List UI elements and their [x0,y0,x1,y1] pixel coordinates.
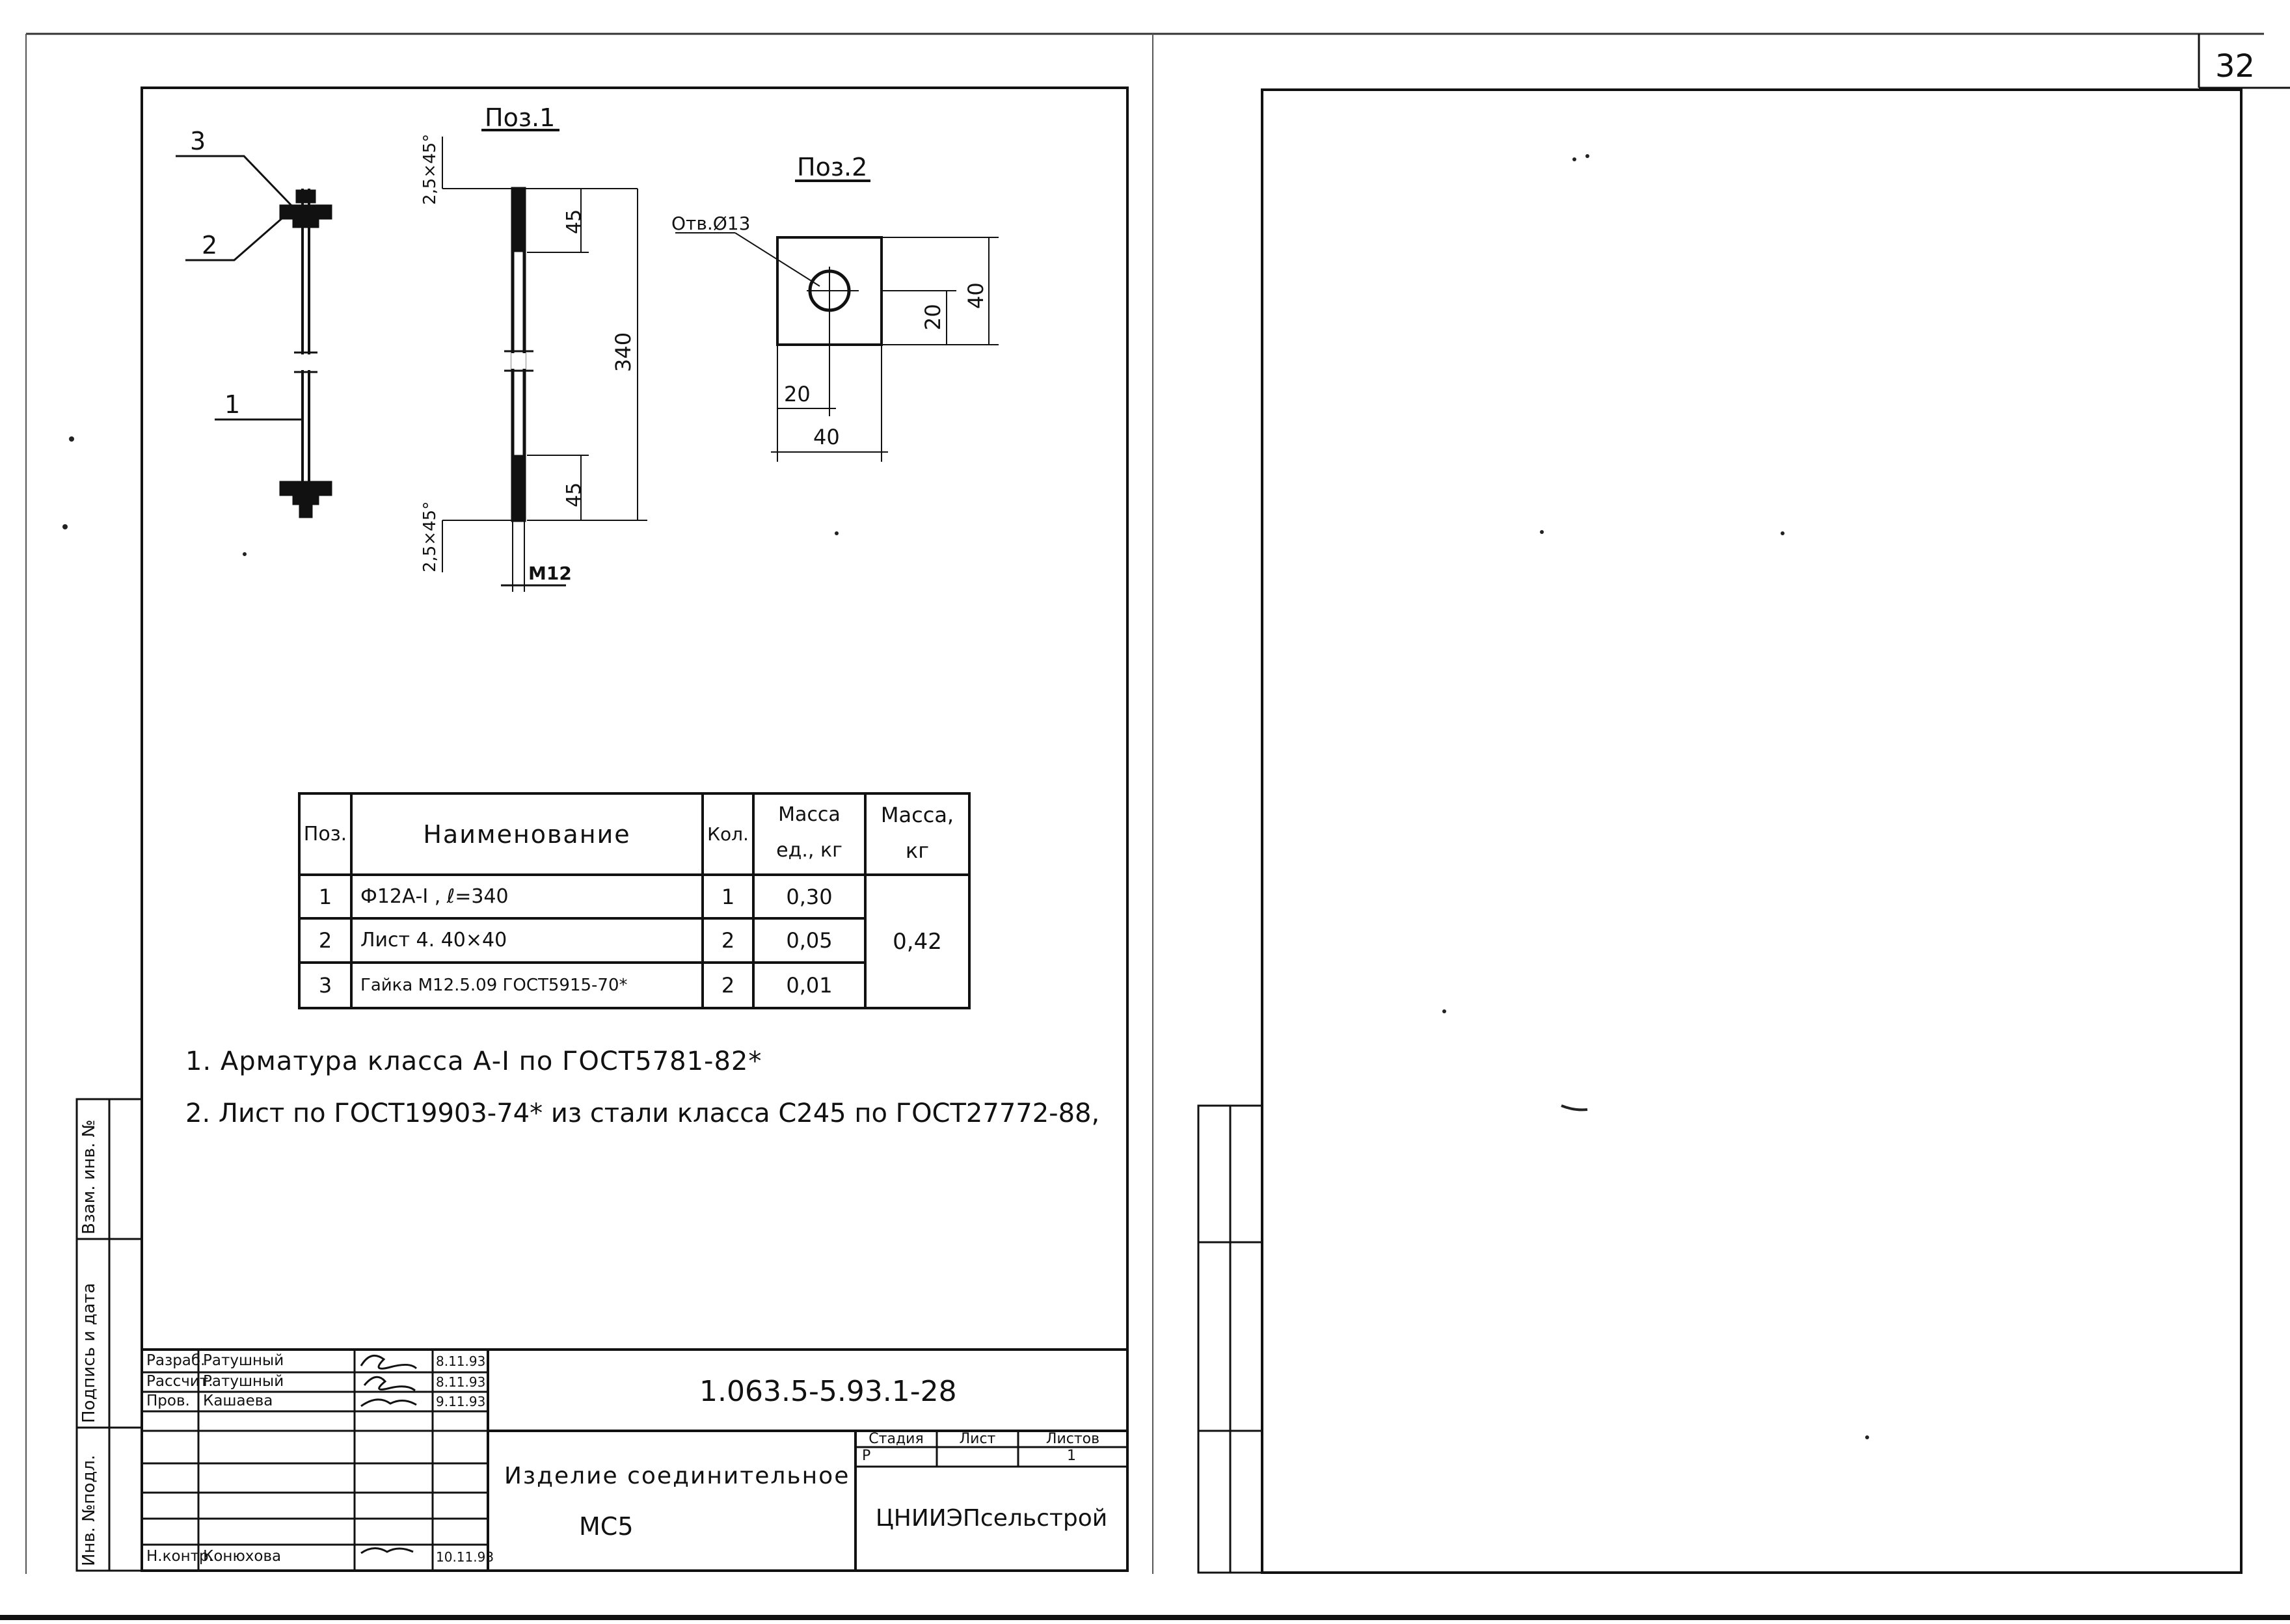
table-row-2-name: Лист 4. 40×40 [360,929,507,952]
table-row-2-unit-mass: 0,05 [786,928,833,953]
leader-2: 2 [202,231,218,260]
right-frame [1261,88,2243,1574]
product-name-1: Изделие соединительное [504,1463,850,1489]
dim-h40: 40 [813,425,840,449]
table-row-1-name: Ф12А-I , ℓ=340 [360,885,509,908]
date-rasschit: 8.11.93 [436,1374,486,1390]
sheet-label: Лист [959,1430,996,1447]
title-block-grid [142,1348,1127,1571]
name-rasschit: Ратушный [203,1373,284,1390]
name-prov: Кашаева [203,1392,273,1409]
table-row-3-name: Гайка М12.5.09 ГОСТ5915-70* [360,976,628,995]
role-rasschit: Рассчит. [146,1373,213,1390]
product-name-2: МС5 [579,1512,634,1541]
table-row-1-unit-mass: 0,30 [786,884,833,909]
leader-1: 1 [224,390,241,419]
role-prov: Пров. [146,1392,190,1409]
pos2-title: Поз.2 [797,153,868,181]
stage-value: Р [862,1448,871,1464]
table-row-1-pos: 1 [318,884,332,909]
table-row-3-unit-mass: 0,01 [786,973,833,998]
role-n-kontr: Н.контр. [146,1548,213,1565]
dim-hole: Отв.Ø13 [671,213,751,234]
table-total-mass: 0,42 [893,928,942,955]
assembly-view [176,155,332,518]
table-row-2-pos: 2 [318,928,332,953]
note-2: 2. Лист по ГОСТ19903-74* из стали класса… [185,1098,1100,1128]
header-unit-mass-1: Масса [778,803,841,826]
sheets-label: Листов [1045,1430,1100,1447]
header-qty: Кол. [707,823,749,845]
pos1-title: Поз.1 [485,103,556,132]
doc-code: 1.063.5-5.93.1-28 [699,1375,957,1408]
pos1-detail [442,129,647,592]
role-razrab: Разраб. [146,1352,206,1369]
left-frame [141,87,1129,1572]
date-razrab: 8.11.93 [436,1353,486,1369]
sheets-value: 1 [1067,1448,1076,1464]
scan-specks [62,154,1869,1439]
table-row-2-qty: 2 [721,928,735,953]
dim-thread-m12: М12 [528,563,572,584]
spec-table-grid [298,792,971,1009]
organization: ЦНИИЭПсельстрой [875,1505,1108,1532]
table-row-3-qty: 2 [721,973,735,998]
date-prov: 9.11.93 [436,1394,486,1409]
pos2-detail [675,180,999,462]
name-razrab: Ратушный [203,1352,284,1369]
name-n-kontr: Конюхова [203,1548,282,1565]
leader-3: 3 [190,127,206,155]
sheet-number: 32 [2215,48,2256,85]
header-total-mass-1: Масса, [880,802,954,827]
table-row-3-pos: 3 [318,973,332,998]
note-1: 1. Арматура класса А-I по ГОСТ5781-82* [185,1046,762,1076]
table-row-1-qty: 1 [721,884,735,909]
header-unit-mass-2: ед., кг [776,838,842,862]
header-pos: Поз. [303,822,347,845]
header-name: Наименование [423,819,631,849]
header-total-mass-2: кг [905,838,930,863]
stage-label: Стадия [869,1430,924,1447]
dim-h20: 20 [784,382,811,406]
date-n-kontr: 10.11.93 [436,1549,494,1565]
